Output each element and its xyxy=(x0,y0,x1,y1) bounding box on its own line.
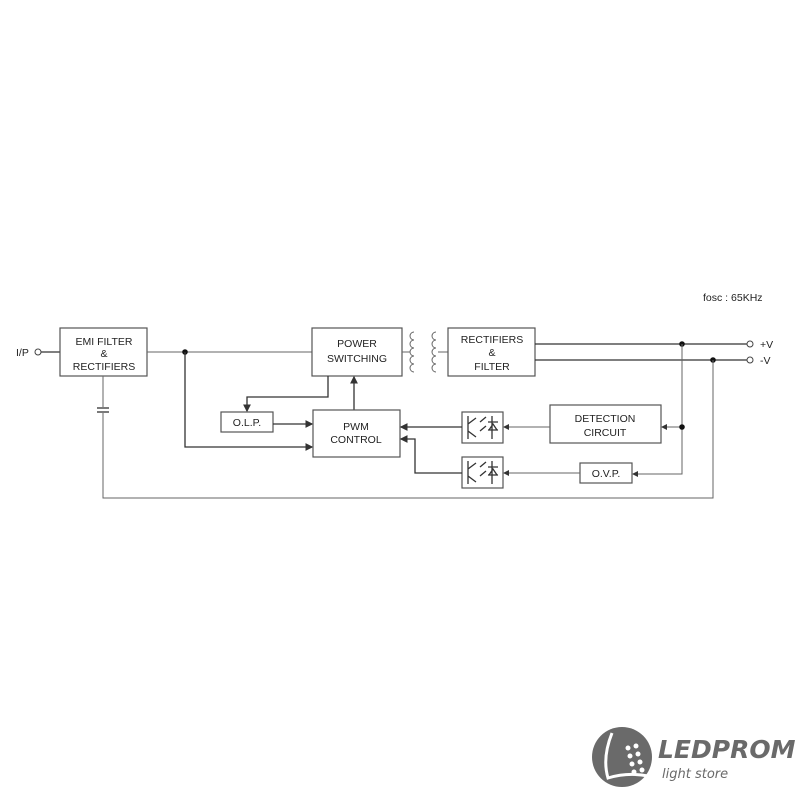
input-label: I/P xyxy=(16,347,29,359)
svg-text:O.L.P.: O.L.P. xyxy=(233,417,261,429)
svg-text:FILTER: FILTER xyxy=(474,361,510,373)
svg-text:&: & xyxy=(488,347,495,359)
ovp-block: O.V.P. xyxy=(579,462,633,484)
optocoupler-icon xyxy=(461,411,504,444)
svg-text:POWER: POWER xyxy=(337,338,377,350)
svg-text:&: & xyxy=(100,348,107,360)
output-minus-terminal xyxy=(746,356,754,364)
fosc-label: fosc : 65KHz xyxy=(703,292,763,304)
rectifiers-filter-block: RECTIFIERS & FILTER xyxy=(447,327,536,377)
svg-text:CIRCUIT: CIRCUIT xyxy=(584,427,627,439)
svg-text:RECTIFIERS: RECTIFIERS xyxy=(73,361,135,373)
svg-text:EMI FILTER: EMI FILTER xyxy=(76,336,133,348)
detection-circuit-block: DETECTION CIRCUIT xyxy=(549,404,662,444)
output-plus-terminal xyxy=(746,340,754,348)
svg-text:CONTROL: CONTROL xyxy=(330,434,381,446)
optocoupler-icon xyxy=(461,456,504,489)
transformer-icon xyxy=(402,331,448,373)
svg-text:O.V.P.: O.V.P. xyxy=(592,468,621,480)
svg-text:SWITCHING: SWITCHING xyxy=(327,353,387,365)
svg-text:RECTIFIERS: RECTIFIERS xyxy=(461,334,523,346)
olp-block: O.L.P. xyxy=(220,411,274,433)
power-switching-block: POWER SWITCHING xyxy=(311,327,403,377)
output-plus-label: +V xyxy=(760,339,773,351)
svg-text:PWM: PWM xyxy=(343,421,369,433)
ledprom-logo: LEDPROM light store xyxy=(592,727,796,787)
svg-text:LEDPROM: LEDPROM xyxy=(658,735,796,764)
svg-text:DETECTION: DETECTION xyxy=(575,413,636,425)
pwm-control-block: PWM CONTROL xyxy=(312,409,401,458)
output-minus-label: -V xyxy=(760,355,771,367)
svg-text:light store: light store xyxy=(662,767,728,782)
input-terminal xyxy=(34,348,42,356)
emi-filter-block: EMI FILTER & RECTIFIERS xyxy=(59,327,148,377)
